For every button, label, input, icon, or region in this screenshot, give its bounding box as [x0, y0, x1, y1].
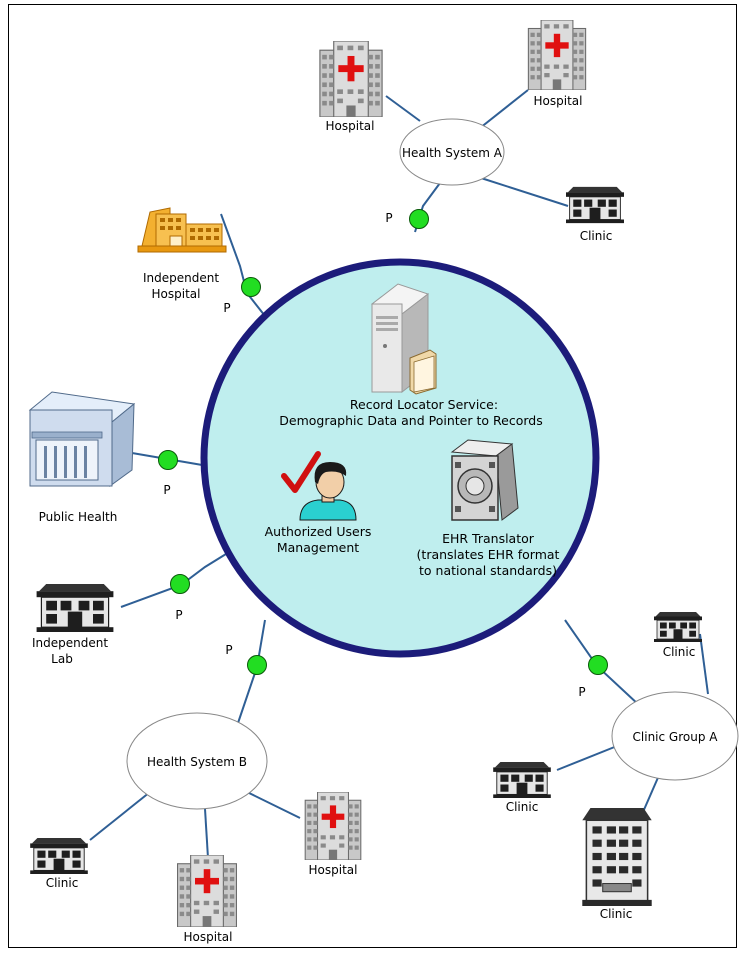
- hsb-clinic-label: Clinic: [46, 876, 79, 890]
- hsa-clinic-label: Clinic: [580, 229, 613, 243]
- clinic-icon: [653, 612, 703, 642]
- link-hsb-clinic: [89, 791, 151, 841]
- service-title: Record Locator Service:: [350, 397, 498, 412]
- port-public-health: [158, 450, 178, 470]
- translator-label-line1: EHR Translator: [442, 531, 535, 546]
- ehr-translator-icon: [450, 439, 519, 521]
- port-cga: [588, 655, 608, 675]
- check-mark-icon: [281, 451, 321, 493]
- hospital-icon: [319, 41, 383, 117]
- port-independent-lab: [170, 574, 190, 594]
- independent-lab-group: Independent Lab: [32, 584, 115, 666]
- link-independent-lab: [120, 553, 227, 608]
- port-label-public-health: P: [163, 483, 170, 497]
- port-hsb: [247, 655, 267, 675]
- service-subtitle: Demographic Data and Pointer to Records: [279, 413, 542, 428]
- health-system-a-group: Health System A Hospital Hospital Clinic: [319, 20, 624, 243]
- port-label-hsb: P: [225, 643, 232, 657]
- clinic-icon: [29, 838, 89, 874]
- independent-hospital-label-line1: Independent: [143, 271, 219, 285]
- link-cga-clinic-3: [642, 772, 661, 813]
- record-locator-hub: [200, 258, 600, 658]
- link-cga-clinic-1: [699, 633, 709, 695]
- hsb-hospital-1-label: Hospital: [184, 930, 233, 944]
- clinic-icon: [492, 762, 552, 798]
- independent-hospital-icon: [137, 207, 227, 253]
- server-icon: [370, 283, 437, 395]
- port-label-independent-hospital: P: [223, 301, 230, 315]
- independent-lab-label-line2: Lab: [51, 652, 73, 666]
- translator-label-line2: (translates EHR format: [417, 547, 560, 562]
- users-label-line1: Authorized Users: [265, 524, 372, 539]
- cga-clinic-1-label: Clinic: [663, 645, 696, 659]
- office-building-icon: [582, 808, 652, 906]
- translator-label-line3: to national standards): [419, 563, 557, 578]
- port-hsa: [409, 209, 429, 229]
- clinic-group-a-label: Clinic Group A: [633, 730, 719, 744]
- independent-hospital-label-line2: Hospital: [152, 287, 201, 301]
- ports: P P P P P P: [158, 209, 608, 699]
- hsb-hospital-2-label: Hospital: [309, 863, 358, 877]
- health-system-b-label: Health System B: [147, 755, 247, 769]
- link-hsa-clinic: [480, 177, 569, 207]
- clinic-icon: [566, 186, 624, 224]
- connection-lines: [89, 89, 709, 859]
- cga-clinic-2-label: Clinic: [506, 800, 539, 814]
- hospital-icon: [527, 20, 587, 90]
- hospital-icon: [176, 855, 238, 927]
- cga-clinic-3-label: Clinic: [600, 907, 633, 921]
- health-system-b-group: Health System B Clinic Hospital Hospital: [29, 712, 362, 944]
- authorized-user-icon: [281, 451, 357, 521]
- health-system-b-node: [126, 712, 268, 810]
- public-health-building-icon: [28, 391, 136, 488]
- port-label-hsa: P: [385, 211, 392, 225]
- port-independent-hospital: [241, 277, 261, 297]
- public-health-group: Public Health: [28, 391, 136, 524]
- users-label-line2: Management: [277, 540, 359, 555]
- hospital-icon: [304, 792, 362, 860]
- hsa-hospital-2-label: Hospital: [534, 94, 583, 108]
- link-hsb-hospital-1: [204, 808, 209, 859]
- health-system-a-label: Health System A: [402, 146, 503, 160]
- link-cga-clinic-2: [556, 743, 623, 771]
- link-hsa-hospital-1: [385, 95, 421, 122]
- link-hsb-hospital-2: [246, 791, 301, 819]
- health-system-a-node: [399, 118, 505, 186]
- port-label-cga: P: [578, 685, 585, 699]
- public-health-label: Public Health: [39, 510, 118, 524]
- independent-lab-label-line1: Independent: [32, 636, 108, 650]
- hsa-hospital-1-label: Hospital: [326, 119, 375, 133]
- link-hsa-hospital-2: [479, 89, 529, 129]
- independent-hospital-group: Independent Hospital: [137, 207, 227, 301]
- clinic-group-a-group: Clinic Group A Clinic Clinic Clinic: [492, 612, 739, 921]
- link-independent-hospital: [220, 213, 266, 317]
- clinic-group-a-node: [611, 691, 739, 781]
- lab-building-icon: [35, 584, 115, 632]
- port-label-independent-lab: P: [175, 608, 182, 622]
